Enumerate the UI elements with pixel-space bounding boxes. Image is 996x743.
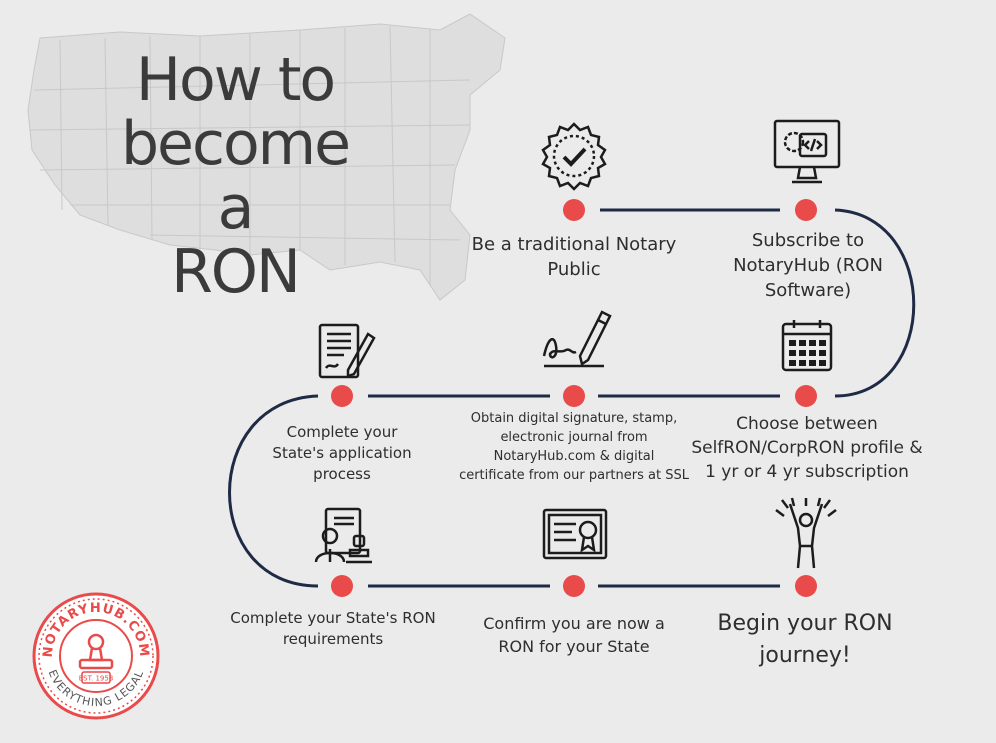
- step-2-line-2: NotaryHub (RON: [733, 255, 883, 276]
- step-7-line-2: RON for your State: [498, 637, 650, 656]
- step-4-line-4: certificate from our partners at SSL: [459, 468, 689, 483]
- step-6-line-2: requirements: [282, 630, 384, 648]
- computer-code-icon: [773, 119, 841, 184]
- step-4-label: Obtain digital signature, stamp, electro…: [454, 409, 694, 485]
- step-5-line-3: process: [313, 465, 371, 483]
- step-4-line-1: Obtain digital signature, stamp,: [470, 411, 678, 426]
- connector-5-6: [228, 394, 319, 588]
- step-2-line-1: Subscribe to: [751, 230, 865, 251]
- step-node-1: [563, 199, 585, 221]
- step-3-label: Choose between SelfRON/CorpRON profile &…: [682, 412, 932, 484]
- step-8-line-2: journey!: [759, 643, 851, 668]
- step-6-line-1: Complete your State's RON: [230, 609, 436, 627]
- step-8-line-1: Begin your RON: [717, 611, 893, 636]
- title-line-1: How to: [135, 45, 336, 115]
- step-1-line-1: Be a traditional Notary: [471, 234, 677, 255]
- step-2-line-3: Software): [764, 280, 852, 301]
- step-7-label: Confirm you are now a RON for your State: [476, 612, 672, 658]
- step-node-8: [795, 575, 817, 597]
- document-pen-icon: [318, 323, 376, 379]
- logo-est-text: EST. 1953: [79, 675, 114, 683]
- step-node-2: [795, 199, 817, 221]
- step-5-line-2: State's application: [272, 444, 412, 462]
- signature-pen-icon: [542, 310, 612, 368]
- badge-check-icon: [541, 122, 607, 191]
- step-1-label: Be a traditional Notary Public: [462, 232, 686, 282]
- step-4-line-2: electronic journal from: [500, 430, 648, 445]
- step-node-6: [331, 575, 353, 597]
- title-line-2: become a: [120, 109, 351, 243]
- connector-2-3: [834, 208, 916, 398]
- step-3-line-3: 1 yr or 4 yr subscription: [705, 462, 909, 482]
- step-7-line-1: Confirm you are now a: [483, 614, 665, 633]
- calendar-icon: [781, 320, 833, 372]
- step-3-line-1: Choose between: [736, 414, 878, 434]
- step-1-line-2: Public: [547, 259, 601, 280]
- certificate-icon: [542, 508, 608, 560]
- step-4-line-3: NotaryHub.com & digital: [493, 449, 655, 464]
- step-node-7: [563, 575, 585, 597]
- title-line-3: RON: [171, 237, 301, 307]
- step-2-label: Subscribe to NotaryHub (RON Software): [718, 228, 898, 303]
- step-node-4: [563, 385, 585, 407]
- stamp-icon: [78, 633, 114, 670]
- step-5-line-1: Complete your: [286, 423, 398, 441]
- step-node-3: [795, 385, 817, 407]
- notaryhub-logo: NOTARYHUB.COM EVERYTHING LEGAL EST. 1953: [32, 592, 160, 720]
- step-6-label: Complete your State's RON requirements: [224, 608, 442, 650]
- page-title: How to become a RON: [100, 48, 370, 304]
- step-8-label: Begin your RON journey!: [700, 608, 910, 672]
- step-node-5: [331, 385, 353, 407]
- official-stamp-icon: [314, 507, 372, 564]
- celebrating-person-icon: [775, 497, 837, 569]
- step-5-label: Complete your State's application proces…: [262, 422, 422, 485]
- step-3-line-2: SelfRON/CorpRON profile &: [691, 438, 923, 458]
